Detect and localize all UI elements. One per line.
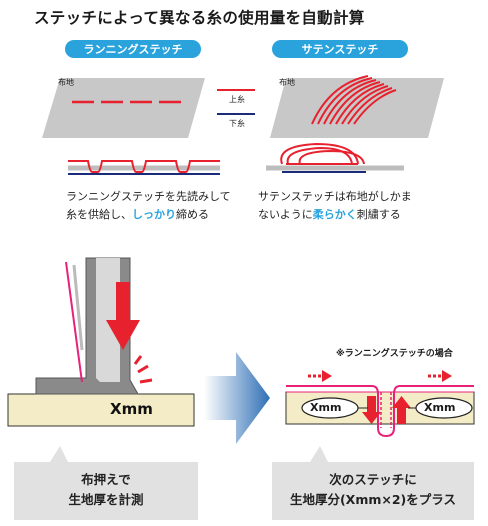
running-stitch-note: ※ランニングステッチの場合 — [336, 349, 453, 359]
running-stitch-label: ランニングステッチ — [65, 40, 201, 58]
satin-highlight: 柔らかく — [312, 208, 357, 221]
xmm-measure-label: Xmm — [110, 400, 153, 418]
needle-thread — [65, 261, 83, 383]
impact-mark — [139, 378, 153, 384]
xmm-right-label: Xmm — [424, 401, 456, 414]
satin-stitch-arcs — [311, 75, 397, 125]
satin-desc-line2: ないように柔らかく刺繍する — [258, 208, 401, 221]
upper-thread-legend: 上糸 — [229, 95, 245, 104]
running-upper-thread — [68, 160, 220, 173]
running-desc-line2: 糸を供給し、しっかり締める — [66, 208, 209, 221]
right-bubble — [272, 446, 474, 520]
running-fabric-label: 布地 — [58, 78, 74, 87]
feed-arrow-icon — [322, 370, 332, 382]
running-description: ランニングステッチを先読みして 糸を供給し、しっかり締める — [66, 188, 231, 224]
fabric-layer — [7, 393, 195, 427]
impact-mark — [137, 364, 149, 374]
lower-thread-legend: 下糸 — [229, 119, 245, 128]
left-bubble-text: 布押えで 生地厚を計測 — [68, 472, 144, 507]
upper-thread-path — [286, 385, 474, 438]
feed-arrow-icon — [442, 370, 452, 382]
running-desc-line1: ランニングステッチを先読みして — [66, 190, 231, 203]
satin-fabric-label: 布地 — [279, 78, 295, 87]
left-bubble — [14, 446, 198, 520]
transition-arrow-icon — [204, 352, 270, 444]
down-arrow-icon — [106, 282, 140, 350]
satin-description: サテンステッチは布地がしかま ないように柔らかく刺繍する — [258, 188, 412, 224]
up-small-arrow-icon — [392, 396, 411, 424]
running-fabric — [42, 78, 205, 138]
satin-desc-line1: サテンステッチは布地がしかま — [258, 190, 412, 203]
needle — [72, 264, 84, 351]
satin-stitch-label: サテンステッチ — [272, 40, 408, 58]
right-bubble-text: 次のステッチに 生地厚分(Xmm×2)をプラス — [289, 472, 457, 507]
running-highlight: しっかり — [132, 208, 176, 221]
page-title: ステッチによって異なる糸の使用量を自動計算 — [34, 9, 365, 27]
down-small-arrow-icon — [362, 396, 381, 424]
xmm-left-label: Xmm — [310, 401, 342, 414]
impact-mark — [133, 355, 143, 365]
